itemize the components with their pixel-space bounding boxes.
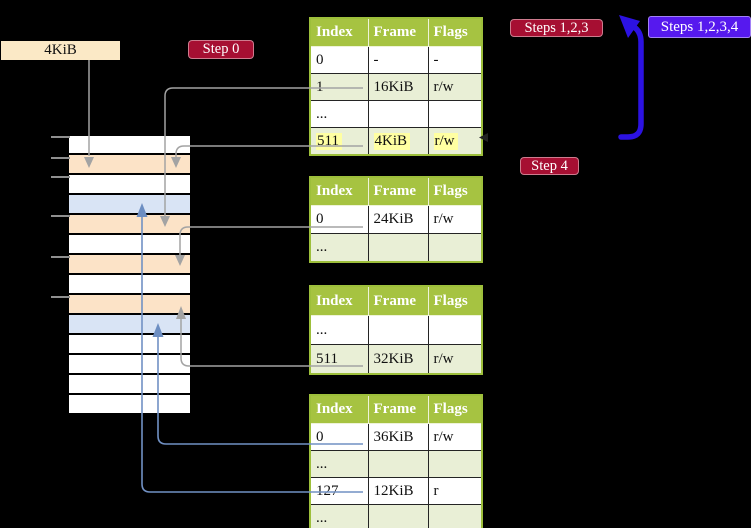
table-row: 0 36KiB r/w [309, 423, 483, 451]
address-tick [51, 215, 70, 217]
table-cell [427, 100, 483, 128]
table-row: 0 - - [309, 46, 483, 74]
table-row: 1 16KiB r/w [309, 73, 483, 101]
table-cell: 16KiB [367, 73, 429, 101]
memory-frame-row [69, 335, 190, 355]
page-table-3: Index Frame Flags ... 511 32KiB r/w [309, 285, 483, 375]
table-cell: ... [309, 315, 369, 345]
column-header: Flags [427, 394, 483, 424]
page-table-1: Index Frame Flags 0 - - 1 16KiB r/w ... … [309, 17, 483, 156]
table-cell [427, 315, 483, 345]
table-cell: 0 [309, 205, 369, 234]
memory-frame-row [69, 275, 190, 295]
steps-1234-badge: Steps 1,2,3,4 [648, 16, 751, 38]
arrowhead-upleft-icon [619, 15, 640, 38]
table-cell [367, 315, 429, 345]
page-table-4: Index Frame Flags 0 36KiB r/w ... 127 12… [309, 394, 483, 528]
table-cell: ... [309, 233, 369, 263]
column-header: Index [309, 17, 369, 47]
column-header: Frame [367, 17, 429, 47]
page-size-label: 4KiB [1, 41, 120, 60]
memory-frame-row [69, 175, 190, 195]
table-cell: 1 [309, 73, 369, 101]
table-cell: 511 [309, 127, 369, 156]
table-row: ... [309, 315, 483, 345]
step4-badge: Step 4 [520, 157, 579, 175]
address-tick [51, 157, 70, 159]
table-cell: - [367, 46, 429, 74]
memory-frame-row [69, 295, 190, 315]
table-cell: - [427, 46, 483, 74]
table-row: 511 32KiB r/w [309, 344, 483, 375]
page-table-2: Index Frame Flags 0 24KiB r/w ... [309, 176, 483, 263]
address-tick [51, 296, 70, 298]
table-row: ... [309, 450, 483, 478]
memory-frame-row [69, 315, 190, 335]
table-cell [367, 233, 429, 263]
step0-badge: Step 0 [188, 40, 254, 59]
table-cell: r/w [427, 73, 483, 101]
memory-frame-row [69, 195, 190, 215]
memory-frame-row [69, 355, 190, 375]
column-header: Flags [427, 17, 483, 47]
table-cell: r/w [427, 205, 483, 234]
big-loop-arrow [618, 22, 644, 140]
address-tick [51, 136, 70, 138]
memory-frame-row [69, 395, 190, 415]
table-row: ... [309, 233, 483, 263]
table-cell: r [427, 477, 483, 505]
table-cell: ... [309, 450, 369, 478]
address-tick [51, 176, 70, 178]
column-header: Frame [367, 394, 429, 424]
steps-123-badge: Steps 1,2,3 [510, 19, 603, 37]
table-row: 0 24KiB r/w [309, 205, 483, 234]
memory-frame-row [69, 215, 190, 235]
column-header: Index [309, 285, 369, 316]
table-cell [427, 450, 483, 478]
memory-frame-row [69, 155, 190, 175]
address-tick [51, 256, 70, 258]
table-cell: r/w [427, 127, 483, 156]
table-cell: 127 [309, 477, 369, 505]
memory-frame-row [69, 255, 190, 275]
column-header: Frame [367, 176, 429, 206]
column-header: Frame [367, 285, 429, 316]
table-row: ... [309, 100, 483, 128]
table-row-highlighted: 511 4KiB r/w [309, 127, 483, 156]
physical-memory-strip [69, 135, 190, 415]
column-header: Index [309, 394, 369, 424]
table-cell: 4KiB [367, 127, 429, 156]
column-header: Index [309, 176, 369, 206]
memory-frame-row [69, 375, 190, 395]
memory-frame-row [69, 135, 190, 155]
table-cell: 0 [309, 46, 369, 74]
table-cell [367, 504, 429, 528]
table-cell: 32KiB [367, 344, 429, 375]
table-row: ... [309, 504, 483, 528]
table-cell: r/w [427, 423, 483, 451]
column-header: Flags [427, 176, 483, 206]
table-cell: 24KiB [367, 205, 429, 234]
column-header: Flags [427, 285, 483, 316]
table-cell: ... [309, 100, 369, 128]
table-cell [367, 100, 429, 128]
memory-frame-row [69, 235, 190, 255]
table-cell: r/w [427, 344, 483, 375]
table-cell [427, 504, 483, 528]
table-cell: 12KiB [367, 477, 429, 505]
table-cell: 36KiB [367, 423, 429, 451]
table-cell: ... [309, 504, 369, 528]
table-cell: 0 [309, 423, 369, 451]
table-cell [367, 450, 429, 478]
table-row: 127 12KiB r [309, 477, 483, 505]
table-cell [427, 233, 483, 263]
table-cell: 511 [309, 344, 369, 375]
